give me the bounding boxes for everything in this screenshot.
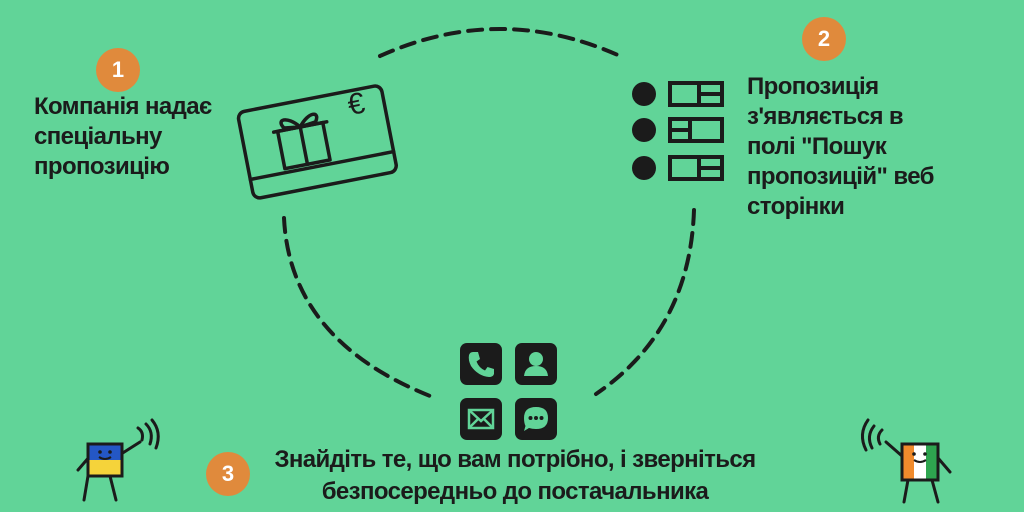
step-1-text: Компанія надає спеціальну пропозицію <box>34 92 244 182</box>
step-3-line-1: Знайдіть те, що вам потрібно, і зверніть… <box>274 446 756 473</box>
step-3-badge: 3 <box>206 452 250 496</box>
gift-card-icon: € <box>236 84 398 200</box>
phone-tile <box>460 343 502 385</box>
step-3-text: Знайдіть те, що вам потрібно, і зверніть… <box>240 444 790 508</box>
mail-tile <box>460 398 502 440</box>
ukraine-flag-character <box>76 418 160 502</box>
step-1-line-1: Компанія надає <box>34 93 212 120</box>
list-view-icon <box>632 81 724 181</box>
step-1-badge: 1 <box>96 48 140 92</box>
step-2-line-1: Пропозиція <box>747 73 879 100</box>
euro-symbol: € <box>345 87 368 123</box>
step-2-badge: 2 <box>802 17 846 61</box>
step-2-line-4: пропозицій" веб <box>747 163 934 190</box>
step-2-line-5: сторінки <box>747 193 845 220</box>
phone-icon <box>468 352 494 377</box>
arc-right <box>594 208 696 396</box>
person-icon <box>524 352 548 376</box>
arc-left <box>282 216 432 398</box>
arc-top <box>378 27 622 58</box>
chat-icon <box>524 407 548 431</box>
chat-tile <box>515 398 557 440</box>
step-1-line-2: спеціальну <box>34 123 162 150</box>
step-2-line-2: з'являється в <box>747 103 904 130</box>
ivory-coast-flag-character <box>861 418 952 504</box>
person-tile <box>515 343 557 385</box>
step-2-text: Пропозиція з'являється в полі "Пошук про… <box>747 72 987 222</box>
step-3-line-2: безпосередньо до постачальника <box>321 478 709 505</box>
step-1-line-3: пропозицію <box>34 153 170 180</box>
mail-icon <box>467 408 495 430</box>
step-2-line-3: полі "Пошук <box>747 133 887 160</box>
